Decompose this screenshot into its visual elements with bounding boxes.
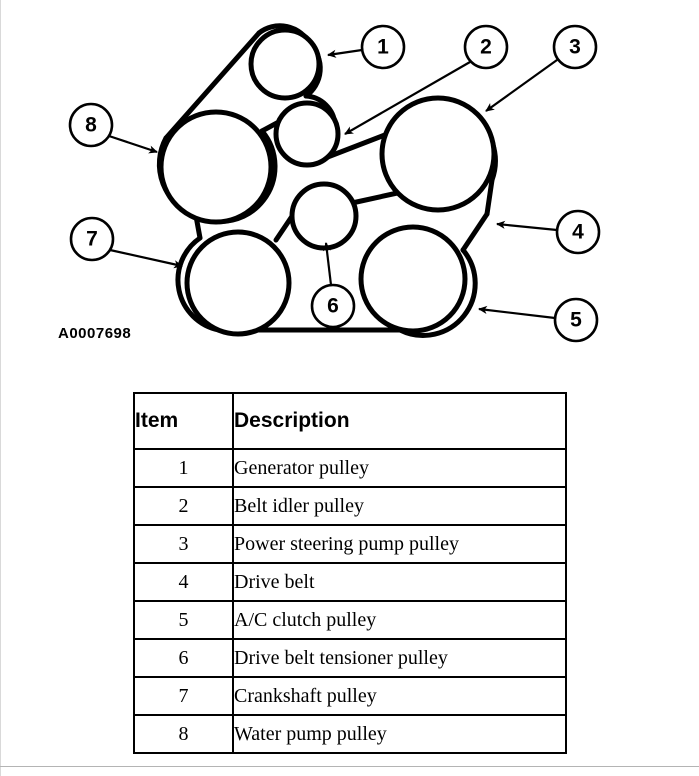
callout-6[interactable]: 6 (310, 283, 356, 329)
row-item-description: Water pump pulley (232, 714, 567, 754)
generator-pulley (248, 27, 322, 101)
row-item-number: 2 (133, 486, 234, 526)
row-item-number: 3 (133, 524, 234, 564)
callout-7-label: 7 (86, 228, 98, 251)
leader-line-8 (108, 134, 158, 154)
callout-1-label: 1 (377, 36, 389, 59)
parts-legend-table: Item Description 1 Generator pulley 2 Be… (133, 392, 567, 754)
leader-line-6 (322, 242, 333, 286)
column-header-item: Item (133, 392, 234, 450)
row-item-number: 4 (133, 562, 234, 602)
drive-belt-routing-diagram: 1 2 3 4 5 (0, 0, 699, 370)
leader-line-3 (485, 59, 558, 112)
leader-line-5 (478, 305, 556, 320)
table-body: 1 Generator pulley 2 Belt idler pulley 3… (133, 448, 567, 754)
diagram-reference-code: A0007698 (58, 325, 132, 342)
callout-4-label: 4 (572, 221, 584, 244)
leader-line-7 (109, 248, 183, 269)
row-item-description: Drive belt (232, 562, 567, 602)
callout-1[interactable]: 1 (360, 24, 406, 70)
callout-2[interactable]: 2 (463, 24, 509, 70)
water-pump-pulley (158, 109, 274, 225)
row-item-description: Generator pulley (232, 448, 567, 488)
row-item-number: 6 (133, 638, 234, 678)
drive-belt-tensioner-pulley (289, 181, 359, 251)
callout-6-label: 6 (327, 295, 339, 318)
table-row: 5 A/C clutch pulley (133, 600, 567, 640)
page-left-edge (0, 0, 1, 776)
callout-7[interactable]: 7 (69, 216, 115, 262)
row-item-number: 8 (133, 714, 234, 754)
table-row: 8 Water pump pulley (133, 714, 567, 754)
row-item-description: Power steering pump pulley (232, 524, 567, 564)
table-row: 1 Generator pulley (133, 448, 567, 488)
row-item-number: 1 (133, 448, 234, 488)
callout-5-label: 5 (570, 309, 582, 332)
table-row: 4 Drive belt (133, 562, 567, 602)
row-item-description: Crankshaft pulley (232, 676, 567, 716)
belt-routing-illustration: 1 2 3 4 5 (68, 23, 601, 343)
row-item-number: 5 (133, 600, 234, 640)
power-steering-pump-pulley (379, 95, 497, 213)
table-header-row: Item Description (133, 392, 567, 450)
row-item-description: Drive belt tensioner pulley (232, 638, 567, 678)
callout-3-label: 3 (569, 36, 581, 59)
pulley-circles (158, 27, 497, 337)
table-row: 2 Belt idler pulley (133, 486, 567, 526)
table-row: 3 Power steering pump pulley (133, 524, 567, 564)
belt-idler-pulley (273, 100, 341, 168)
callout-2-label: 2 (480, 36, 492, 59)
leader-line-4 (496, 220, 558, 232)
callout-8-label: 8 (85, 114, 97, 137)
callout-leader-lines (108, 48, 558, 320)
ac-clutch-pulley (358, 224, 468, 334)
column-header-description: Description (232, 392, 567, 450)
table-row: 7 Crankshaft pulley (133, 676, 567, 716)
callout-bubbles: 1 2 3 4 5 (68, 24, 601, 343)
callout-4[interactable]: 4 (555, 209, 601, 255)
row-item-description: A/C clutch pulley (232, 600, 567, 640)
crankshaft-pulley (184, 229, 292, 337)
callout-8[interactable]: 8 (68, 102, 114, 148)
page-bottom-rule (0, 766, 699, 767)
leader-line-2 (344, 61, 471, 135)
table-row: 6 Drive belt tensioner pulley (133, 638, 567, 678)
leader-line-1 (327, 48, 363, 58)
callout-3[interactable]: 3 (552, 24, 598, 70)
row-item-description: Belt idler pulley (232, 486, 567, 526)
row-item-number: 7 (133, 676, 234, 716)
callout-5[interactable]: 5 (553, 297, 599, 343)
